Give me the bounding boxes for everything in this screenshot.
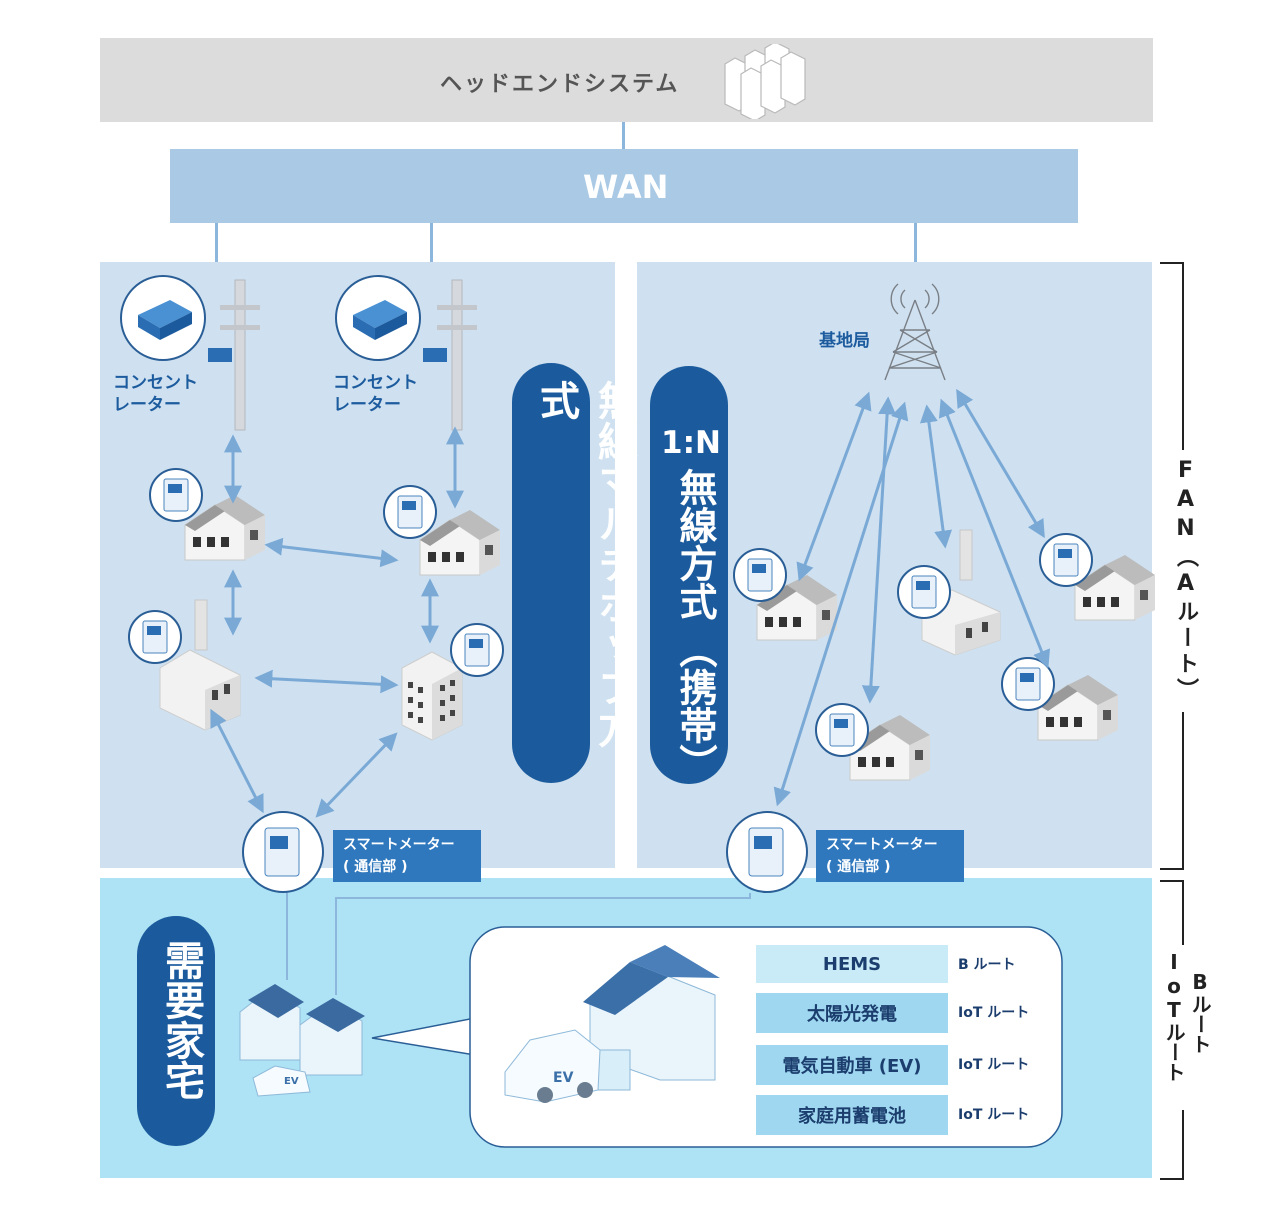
multihop-method-pill bbox=[512, 363, 590, 783]
base-station-tower bbox=[884, 283, 946, 381]
customer-homes bbox=[239, 984, 365, 1097]
smart-meter-tag-right-line1: スマートメーター bbox=[826, 837, 938, 853]
office-building bbox=[401, 651, 463, 741]
customer-home-label: 需要家宅 bbox=[158, 940, 204, 1100]
headend-label: ヘッドエンドシステム bbox=[440, 72, 680, 97]
cellular-method-label-3: （携帯） bbox=[673, 630, 717, 782]
row-hems: HEMS bbox=[756, 945, 948, 983]
wan-band bbox=[170, 149, 1078, 223]
multihop-method-label: 無線マルチホップ方式 bbox=[533, 380, 637, 749]
iot-route-label: IoTルート bbox=[1162, 950, 1186, 1082]
base-station-label: 基地局 bbox=[819, 331, 870, 351]
server-icon bbox=[724, 44, 806, 119]
wan-label: WAN bbox=[583, 168, 669, 206]
b-iot-label-bg bbox=[1160, 945, 1216, 1110]
customer-home-pill bbox=[137, 916, 215, 1146]
smart-meter-tag-right-line2: ( 通信部 ) bbox=[826, 859, 891, 875]
route-battery: IoT ルート bbox=[958, 1107, 1030, 1123]
route-solar: IoT ルート bbox=[958, 1005, 1030, 1021]
headend-band bbox=[100, 38, 1153, 122]
headend-wan-link bbox=[622, 122, 625, 150]
row-solar: 太陽光発電 bbox=[756, 993, 948, 1033]
smart-meter-tag-left-line1: スマートメーター bbox=[343, 837, 455, 853]
cellular-method-pill bbox=[650, 366, 728, 784]
smart-meter-tag-right: スマートメーター ( 通信部 ) bbox=[816, 830, 964, 882]
detail-house bbox=[504, 945, 720, 1103]
wan-link-1 bbox=[215, 223, 218, 275]
route-ev: IoT ルート bbox=[958, 1057, 1030, 1073]
ev-tag-large: EV bbox=[553, 1070, 574, 1086]
b-route-label: Bルート bbox=[1188, 970, 1212, 1054]
repeater-label-2: コンセント レーター bbox=[333, 373, 418, 415]
row-battery: 家庭用蓄電池 bbox=[756, 1095, 948, 1135]
fan-label: FAN（Aルート） bbox=[1167, 450, 1203, 712]
smart-meter-tag-left-line2: ( 通信部 ) bbox=[343, 859, 408, 875]
wan-link-2 bbox=[430, 223, 433, 275]
cellular-method-label-1: 1:N bbox=[661, 425, 721, 461]
wan-link-3 bbox=[914, 223, 917, 278]
route-hems: B ルート bbox=[958, 957, 1016, 973]
repeater-label-1: コンセント レーター bbox=[113, 373, 198, 415]
smart-meter-tag-left: スマートメーター ( 通信部 ) bbox=[333, 830, 481, 882]
ev-tag-small: EV bbox=[284, 1076, 299, 1087]
row-ev: 電気自動車 (EV) bbox=[756, 1045, 948, 1085]
cellular-method-label-2: 無線方式 bbox=[673, 468, 717, 620]
